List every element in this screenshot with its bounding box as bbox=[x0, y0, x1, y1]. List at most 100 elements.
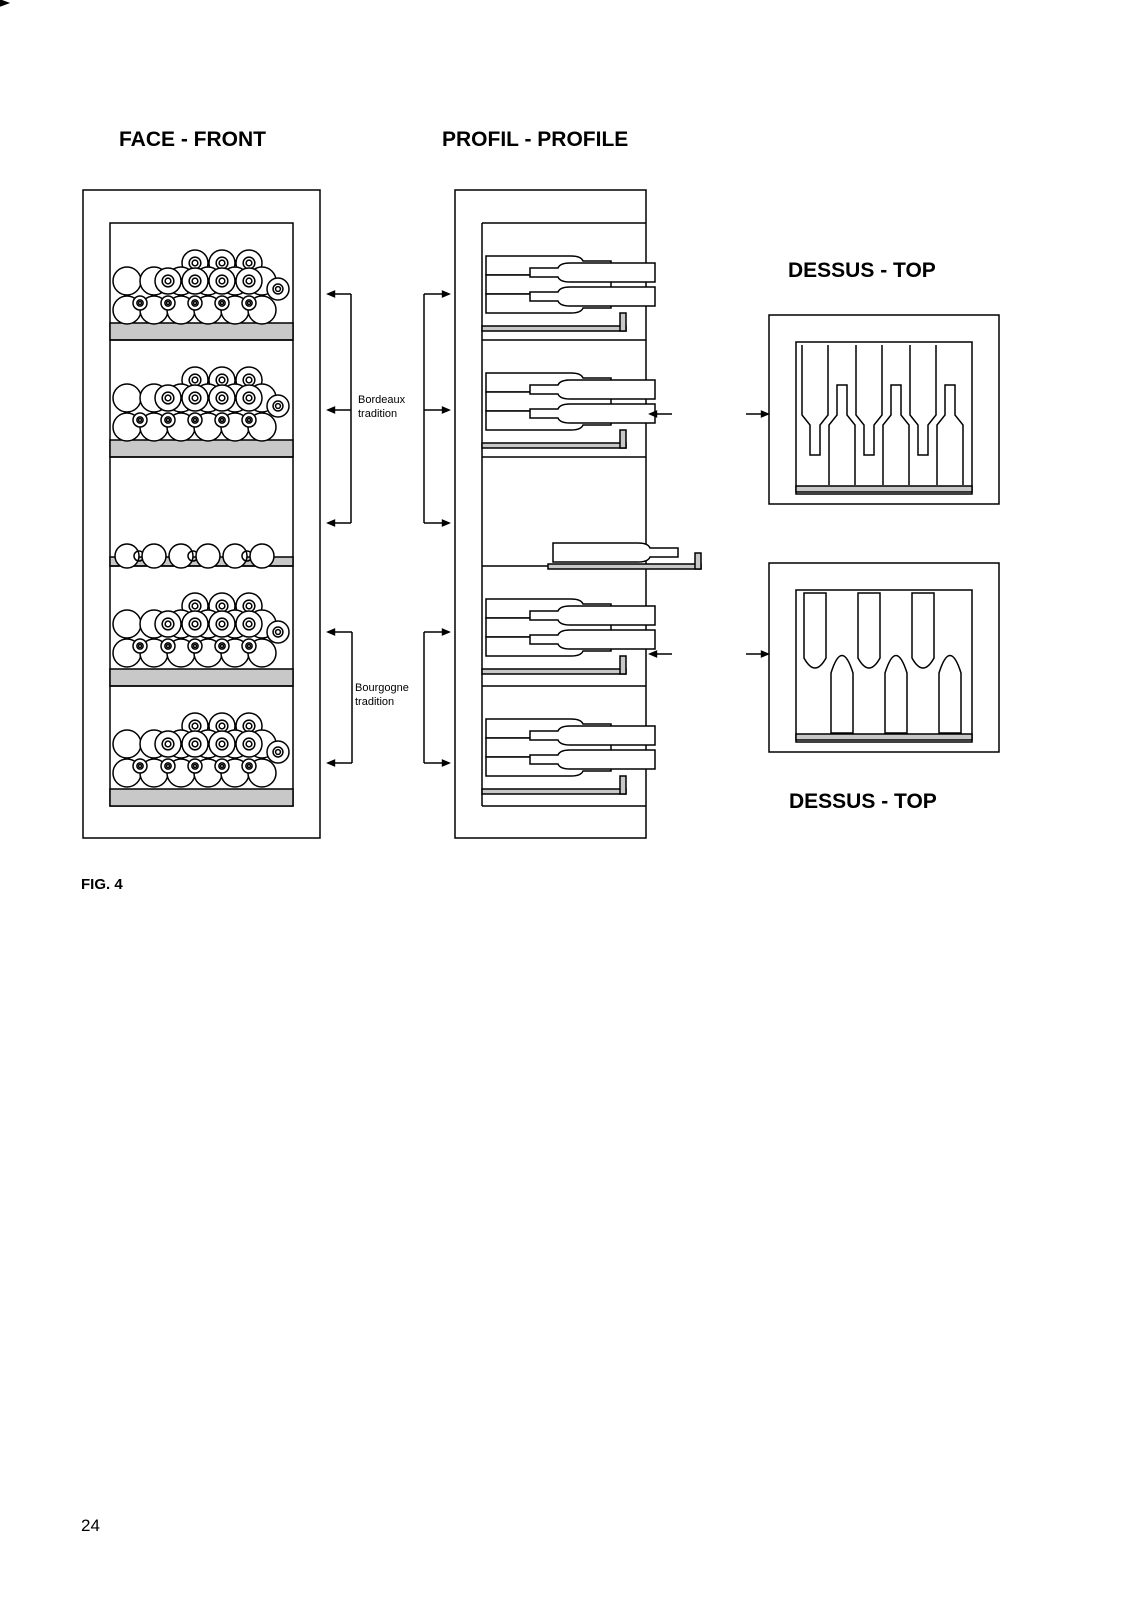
bottle-neck-cork bbox=[245, 277, 253, 285]
bourgogne-note: Bourgogne tradition bbox=[355, 681, 409, 709]
bottle-end-back bbox=[187, 758, 203, 774]
bottle-neck-cork bbox=[192, 643, 198, 649]
bottle-end-back bbox=[241, 758, 257, 774]
profile-pulled-shelf bbox=[547, 563, 702, 570]
bottle-end-back bbox=[235, 730, 263, 758]
bottle-end-back bbox=[208, 267, 236, 295]
bottle-end bbox=[112, 729, 142, 759]
bottle-neck-ring bbox=[161, 617, 175, 631]
bottle-neck-cork bbox=[164, 620, 172, 628]
bottle-side bbox=[552, 542, 679, 563]
page-number: 24 bbox=[81, 1516, 100, 1535]
bottle-neck-cork bbox=[218, 602, 226, 610]
bottle-neck-cork bbox=[191, 740, 199, 748]
bottle-neck-ring bbox=[164, 762, 172, 770]
bottle-neck-ring bbox=[242, 737, 256, 751]
bottle-neck-cork bbox=[245, 620, 253, 628]
bottle-top bbox=[882, 384, 910, 485]
bottle-neck-cork bbox=[218, 259, 226, 267]
bottle-end bbox=[249, 543, 275, 569]
bottle-end-back bbox=[214, 412, 230, 428]
profile-pulled-shelf-lip bbox=[694, 552, 702, 570]
bottle-neck-cork bbox=[137, 643, 143, 649]
profile-shelf-lip bbox=[619, 429, 627, 449]
bottle-neck-ring bbox=[245, 642, 253, 650]
bottle-top bbox=[911, 592, 935, 669]
bottle-end-back bbox=[266, 277, 290, 301]
bottle-neck-ring bbox=[164, 642, 172, 650]
arrowhead bbox=[326, 290, 336, 298]
bottle-neck-cork bbox=[192, 300, 198, 306]
bottle-end-back bbox=[181, 610, 209, 638]
bottle-end-back bbox=[132, 412, 148, 428]
bordeaux-note-line1: Bordeaux bbox=[358, 394, 406, 406]
bottle-neck-ring bbox=[136, 642, 144, 650]
bottle-top bbox=[801, 345, 829, 456]
top-view-interior bbox=[795, 341, 973, 495]
bottle-end bbox=[168, 543, 194, 569]
profile-shelf bbox=[481, 442, 627, 449]
bottle-side bbox=[529, 379, 656, 400]
bottle-top bbox=[857, 592, 881, 669]
bottle-neck-cork bbox=[219, 417, 225, 423]
bottle-neck-ring bbox=[136, 299, 144, 307]
bottle-neck-ring bbox=[191, 416, 199, 424]
bottle-neck-ring bbox=[245, 416, 253, 424]
bottle-neck-ring bbox=[215, 737, 229, 751]
bottle-neck-cork bbox=[245, 602, 253, 610]
bottle-neck-ring bbox=[161, 391, 175, 405]
bottle-neck-cork bbox=[164, 277, 172, 285]
top-view-bordeaux bbox=[768, 314, 1000, 505]
bottle-top bbox=[803, 592, 827, 669]
arrowhead bbox=[648, 410, 658, 418]
figure-label: FIG. 4 bbox=[81, 876, 123, 893]
top-view-outline bbox=[768, 314, 1000, 505]
bottle-neck-cork bbox=[191, 376, 199, 384]
bottle-neck-ring bbox=[218, 762, 226, 770]
bottle-end-back bbox=[235, 610, 263, 638]
bottle-end-back bbox=[214, 758, 230, 774]
bottle-neck-cork bbox=[219, 763, 225, 769]
bourgogne-note-line1: Bourgogne bbox=[355, 682, 409, 694]
bottle-neck-ring bbox=[136, 762, 144, 770]
bottle-end bbox=[112, 266, 142, 296]
bottle-top bbox=[938, 654, 962, 734]
front-heading: FACE - FRONT bbox=[119, 128, 266, 151]
top-view-shelf bbox=[795, 733, 973, 741]
bottle-end-back bbox=[181, 730, 209, 758]
bottle-neck-cork bbox=[191, 722, 199, 730]
top-heading-upper: DESSUS - TOP bbox=[788, 259, 936, 282]
bottle-end bbox=[195, 543, 221, 569]
bottle-end-back bbox=[241, 295, 257, 311]
bottle-neck-cork bbox=[218, 376, 226, 384]
bottle-neck-cork bbox=[246, 300, 252, 306]
bottle-end-back bbox=[235, 384, 263, 412]
bottle-side bbox=[529, 605, 656, 626]
bottle-end-back bbox=[187, 412, 203, 428]
bottle-end bbox=[222, 543, 248, 569]
bottle-neck-cork bbox=[218, 722, 226, 730]
bottle-end-back bbox=[160, 638, 176, 654]
bottle-neck-cork bbox=[165, 417, 171, 423]
bottle-neck-cork bbox=[137, 763, 143, 769]
bottle-top bbox=[909, 345, 937, 456]
bottle-neck-cork bbox=[191, 277, 199, 285]
top-heading-lower: DESSUS - TOP bbox=[789, 790, 937, 813]
bottle-side bbox=[529, 262, 656, 283]
bottle-end bbox=[112, 609, 142, 639]
profile-heading: PROFIL - PROFILE bbox=[442, 128, 629, 151]
front-shelf bbox=[109, 439, 294, 458]
bottle-end-back bbox=[132, 638, 148, 654]
bottle-end-back bbox=[187, 638, 203, 654]
bottle-end-back bbox=[132, 758, 148, 774]
bottle-end-back bbox=[154, 610, 182, 638]
bottle-neck-cork bbox=[245, 394, 253, 402]
bottle-end-back bbox=[214, 295, 230, 311]
bottle-end-back bbox=[266, 740, 290, 764]
bottle-neck-ring bbox=[245, 299, 253, 307]
bottle-end-back bbox=[266, 620, 290, 644]
bottle-side bbox=[529, 286, 656, 307]
bottle-neck-ring bbox=[161, 737, 175, 751]
bottle-neck-cork bbox=[164, 740, 172, 748]
bottle-neck-cork bbox=[191, 394, 199, 402]
